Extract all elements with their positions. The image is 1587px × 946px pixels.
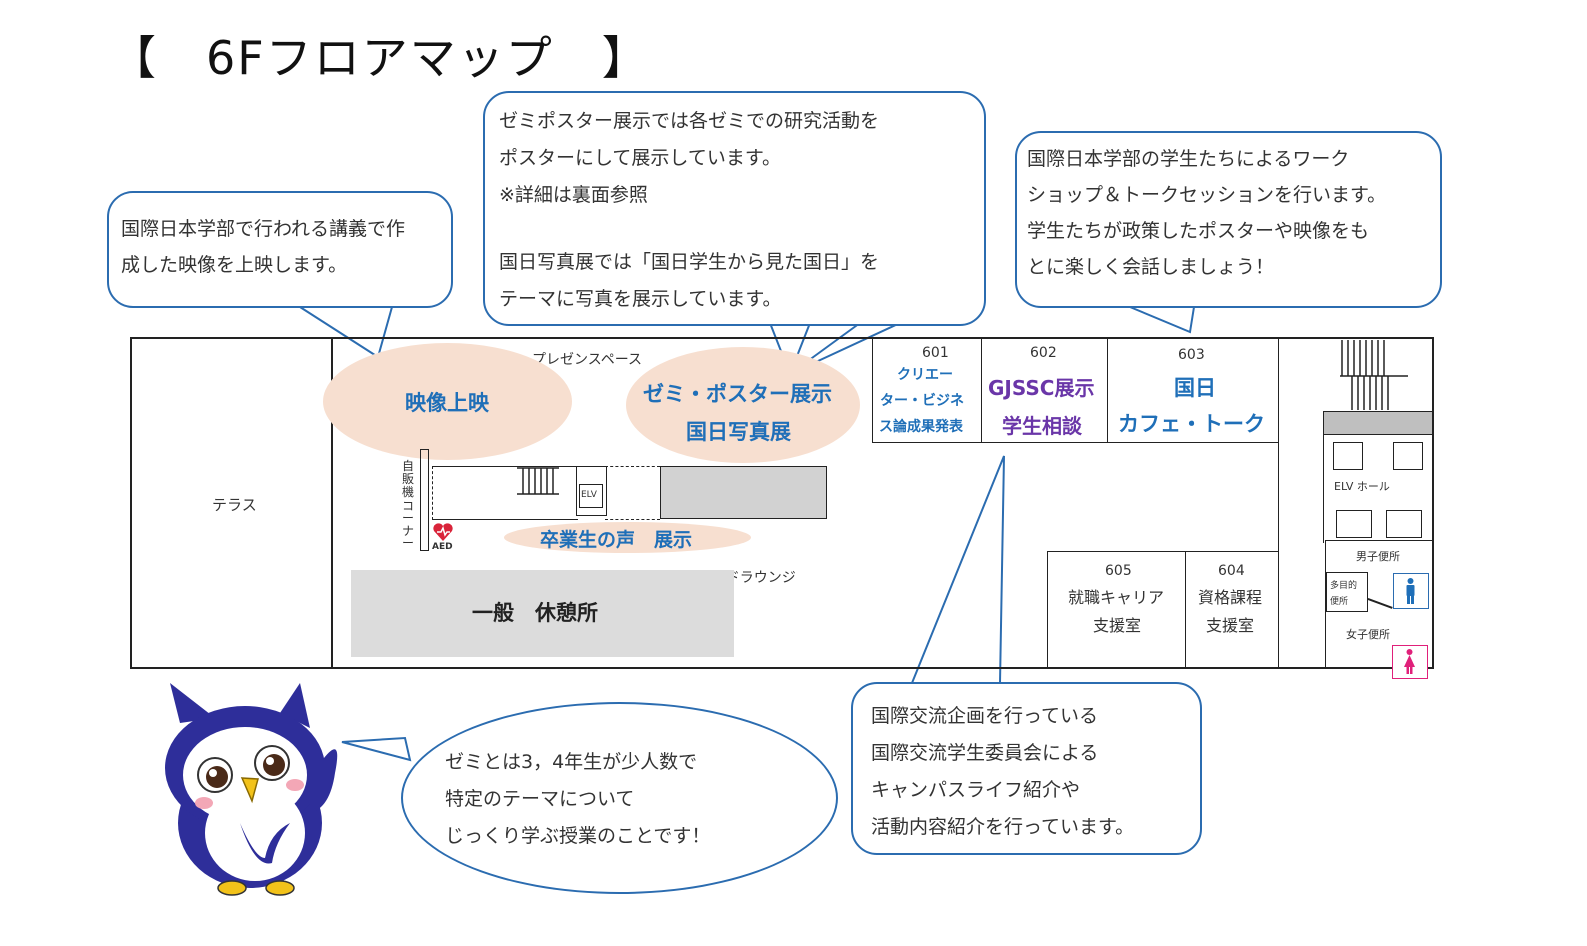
room-601-number: 601 xyxy=(922,345,949,361)
elevator-car xyxy=(1386,510,1422,538)
elevator-car xyxy=(1336,510,1372,538)
video-event-area xyxy=(323,343,572,460)
elevator-car xyxy=(1333,442,1363,470)
vending-char: ー xyxy=(401,536,414,550)
room-603-number: 603 xyxy=(1178,347,1205,363)
room-604-line: 資格課程 xyxy=(1198,588,1263,607)
terrace-label: テラス xyxy=(212,496,257,514)
page-title: 【 6Fフロアマップ 】 xyxy=(110,31,650,85)
elevator-box xyxy=(576,466,607,516)
room-603-line: カフェ・トーク xyxy=(1118,412,1265,436)
bubble-line: 国際日本学部で行われる講義で作 xyxy=(121,218,406,240)
photo-event-label: 国日写真展 xyxy=(686,420,791,444)
poster-event-label: ゼミ・ポスター展示 xyxy=(643,382,832,406)
bubble-line: キャンパスライフ紹介や xyxy=(871,779,1081,801)
elevator-hall xyxy=(1323,435,1433,543)
room-602-number: 602 xyxy=(1030,345,1057,361)
bubble-line: ポスターにして展示しています。 xyxy=(499,147,781,169)
bubble-line: ゼミとは3，4年生が少人数で xyxy=(445,751,698,773)
multipurpose-restroom xyxy=(1326,572,1368,612)
aed-label: AED xyxy=(432,542,453,552)
mens-restroom-label: 男子便所 xyxy=(1356,550,1400,563)
womens-restroom-icon xyxy=(1392,645,1428,679)
poster-bubble: ゼミポスター展示では各ゼミでの研究活動を ポスターにして展示しています。 ※詳細… xyxy=(483,91,986,326)
bubble-line: じっくり学ぶ授業のことです！ xyxy=(445,825,711,847)
stair-landing xyxy=(1323,411,1433,435)
bubble-line: 国際日本学部の学生たちによるワーク xyxy=(1027,148,1350,170)
bubble-line: とに楽しく会話しましょう！ xyxy=(1027,256,1275,278)
bubble-line: 国際交流企画を行っている xyxy=(871,705,1099,727)
elv-hall-label: ELV ホール xyxy=(1334,480,1390,493)
owl-bubble: ゼミとは3，4年生が少人数で 特定のテーマについて じっくり学ぶ授業のことです！ xyxy=(401,702,838,894)
room-605-number: 605 xyxy=(1105,563,1132,579)
room-601-line: クリエー xyxy=(897,367,953,383)
room-602-line: GJSSC展示 xyxy=(988,376,1095,400)
graduates-label: 卒業生の声 展示 xyxy=(540,529,693,551)
room-604-line: 支援室 xyxy=(1206,616,1255,635)
bubble-line: 特定のテーマについて xyxy=(445,788,635,810)
mens-restroom-icon xyxy=(1393,573,1429,609)
bubble-line: 国際交流学生委員会による xyxy=(871,742,1099,764)
vending-char: コ xyxy=(401,499,414,513)
storage-block xyxy=(660,466,827,519)
vending-char: ナ xyxy=(401,524,414,538)
corridor-block xyxy=(432,466,578,520)
floor-plan xyxy=(130,337,1433,669)
room-605-line: 就職キャリア xyxy=(1068,588,1165,607)
aed-icon xyxy=(433,523,453,541)
presentation-space-label: プレゼンスペース xyxy=(532,352,643,368)
workshop-bubble: 国際日本学部の学生たちによるワーク ショップ＆トークセッションを行います。 学生… xyxy=(1015,131,1442,308)
exchange-bubble: 国際交流企画を行っている 国際交流学生委員会による キャンパスライフ紹介や 活動… xyxy=(851,682,1202,855)
room-601-line: ス論成果発表 xyxy=(879,419,963,435)
corridor-dashed xyxy=(605,466,660,520)
bubble-line: 活動内容紹介を行っています。 xyxy=(871,816,1135,838)
graduates-area xyxy=(504,522,751,553)
elevator-inner xyxy=(579,484,603,508)
multipurpose-label: 多目的 xyxy=(1330,581,1358,591)
restroom-block xyxy=(1325,540,1433,669)
room-604-number: 604 xyxy=(1218,563,1245,579)
room-605-line: 支援室 xyxy=(1093,616,1142,635)
room-603-line: 国日 xyxy=(1174,376,1216,400)
bubble-line: 国日写真展では「国日学生から見た国日」を xyxy=(499,251,880,273)
rest-area xyxy=(351,570,734,657)
vending-char: ー xyxy=(401,511,414,525)
stairs-icon xyxy=(1340,340,1408,410)
multipurpose-label: 便所 xyxy=(1330,597,1349,607)
stairs-icon xyxy=(517,467,559,495)
bubble-line: ショップ＆トークセッションを行います。 xyxy=(1027,184,1387,206)
bubble-line: テーマに写真を展示しています。 xyxy=(499,288,782,310)
vending-corner xyxy=(420,449,429,551)
rest-area-label: 一般 休憩所 xyxy=(472,601,598,625)
right-wing xyxy=(1278,340,1433,669)
room-602-line: 学生相談 xyxy=(1002,414,1082,438)
vending-char: 機 xyxy=(401,485,414,499)
bubble-line: ※詳細は裏面参照 xyxy=(499,184,648,206)
wall xyxy=(1432,337,1434,669)
bubble-line: ゼミポスター展示では各ゼミでの研究活動を xyxy=(499,110,880,132)
owl-mascot-icon xyxy=(165,683,338,896)
wall xyxy=(331,337,333,669)
vending-char: 販 xyxy=(401,472,414,486)
video-event-label: 映像上映 xyxy=(405,391,489,415)
womens-restroom-label: 女子便所 xyxy=(1346,628,1390,641)
bubble-line xyxy=(499,214,984,244)
poster-event-area xyxy=(626,347,860,463)
vending-char: 自 xyxy=(401,459,414,473)
elevator-car xyxy=(1393,442,1423,470)
video-bubble: 国際日本学部で行われる講義で作 成した映像を上映します。 xyxy=(107,191,453,308)
bubble-line: 成した映像を上映します。 xyxy=(121,254,348,276)
room-601-line: ター・ビジネ xyxy=(880,393,964,409)
elevator-label: ELV xyxy=(581,490,597,500)
bubble-line: 学生たちが政策したポスターや映像をも xyxy=(1027,220,1370,242)
